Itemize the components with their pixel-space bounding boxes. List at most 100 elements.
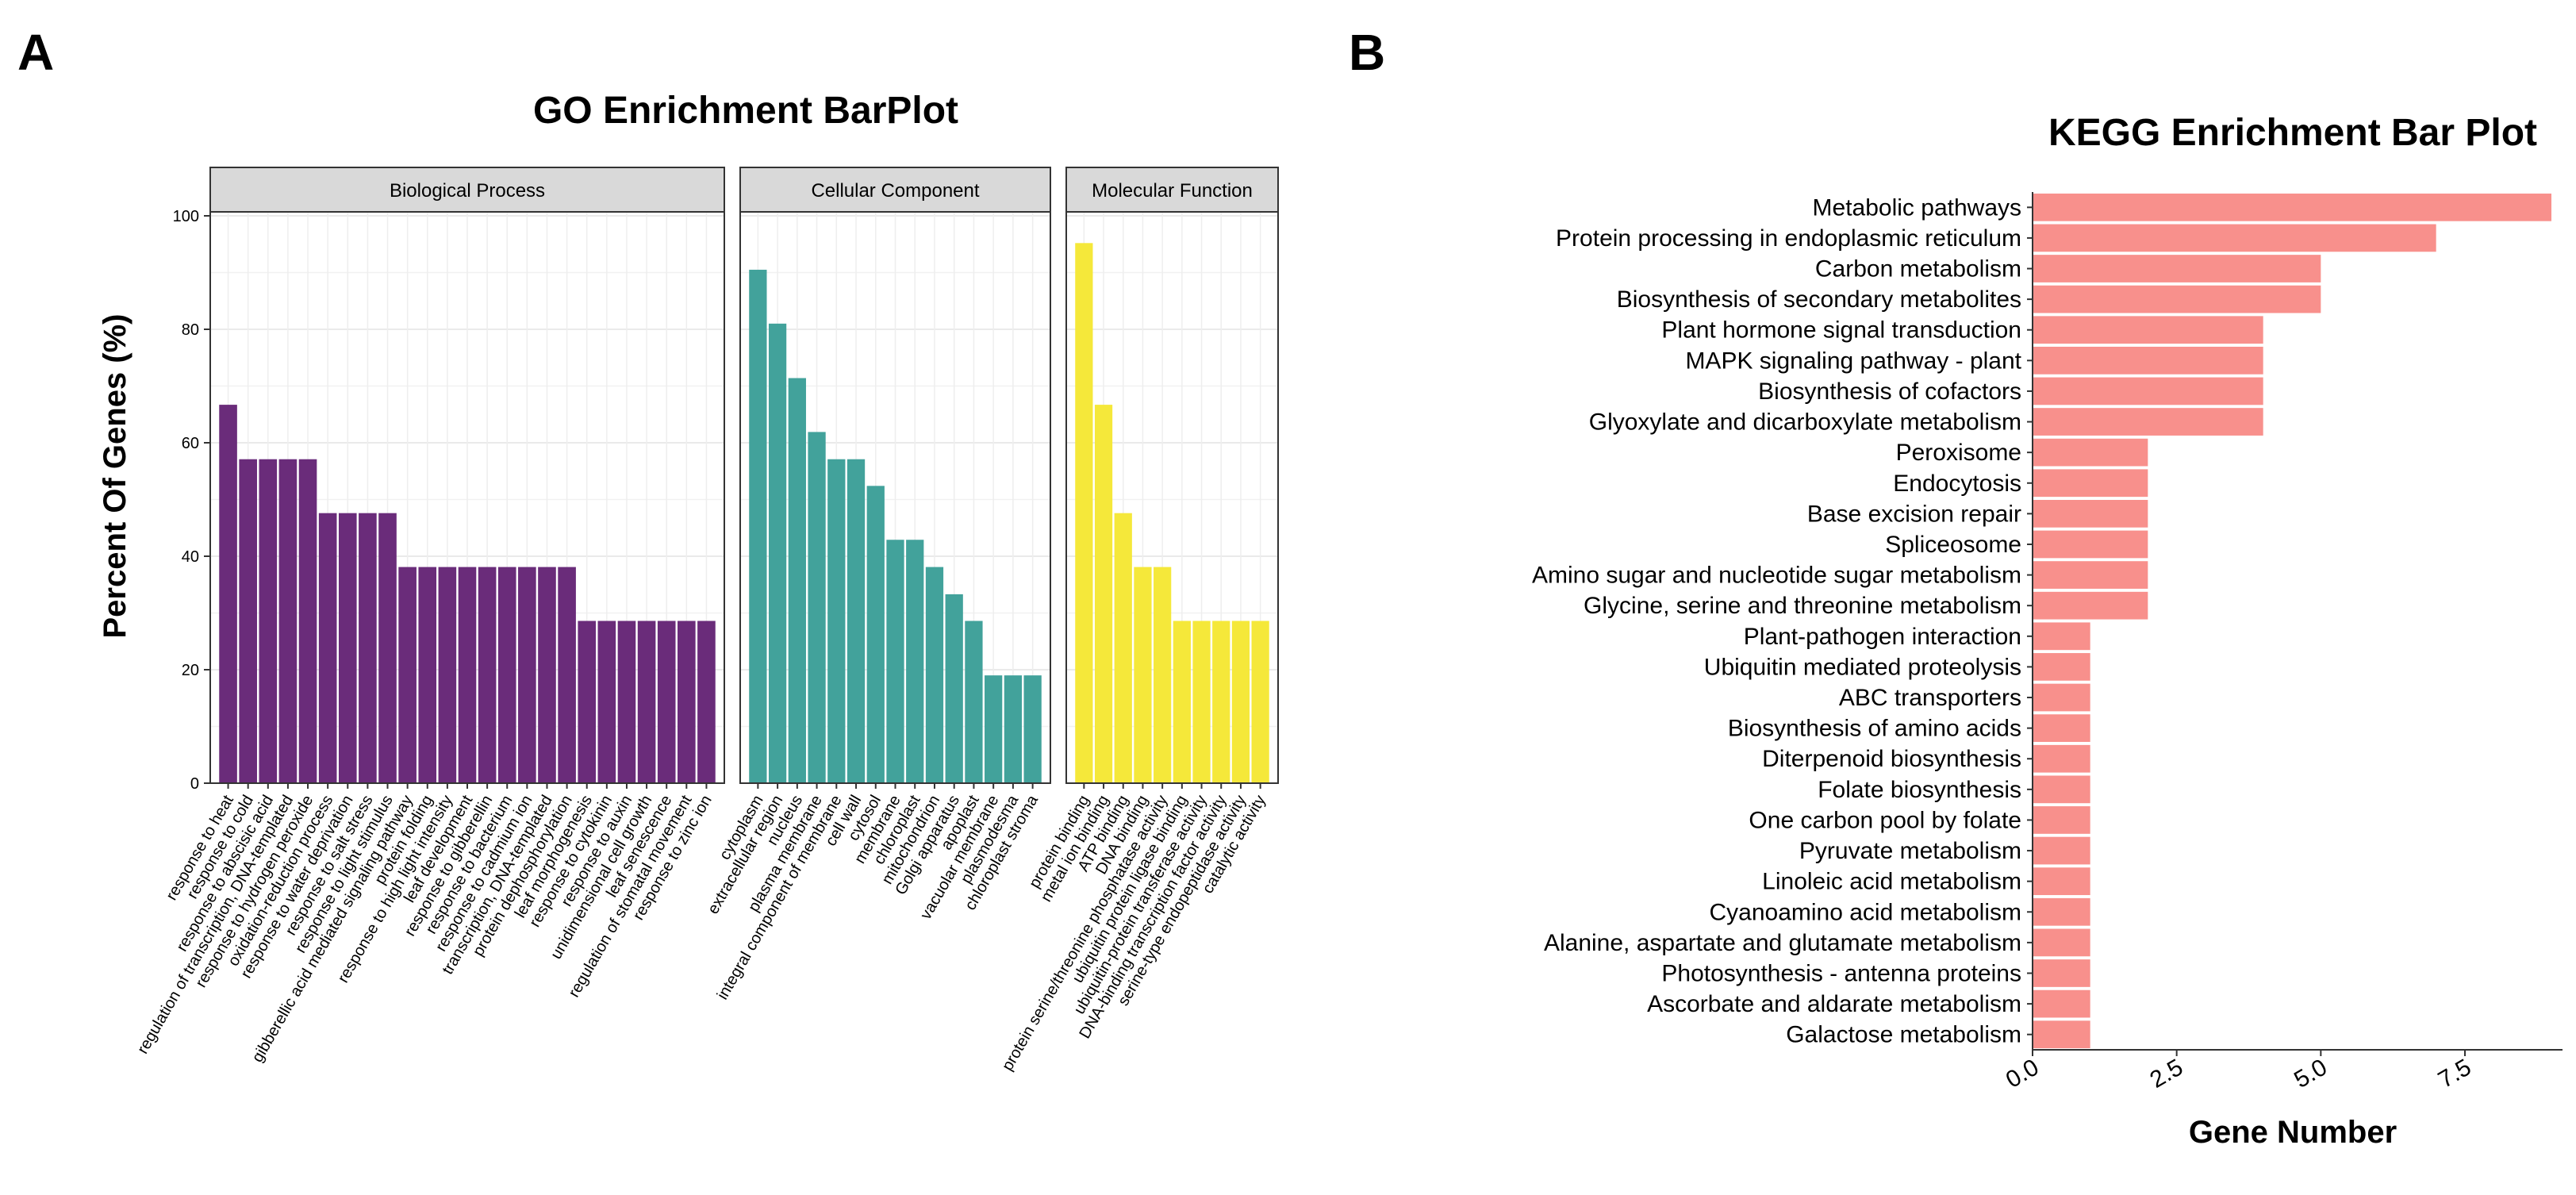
kegg-bar bbox=[2033, 989, 2090, 1018]
go-bar bbox=[558, 567, 576, 783]
go-chart-title: GO Enrichment BarPlot bbox=[533, 90, 958, 132]
kegg-category-label: Glycine, serine and threonine metabolism bbox=[1584, 593, 2021, 619]
go-bar bbox=[278, 459, 298, 783]
kegg-bar bbox=[2033, 285, 2321, 313]
kegg-bar bbox=[2033, 714, 2090, 742]
kegg-bar bbox=[2033, 408, 2263, 436]
kegg-bar bbox=[2033, 775, 2090, 804]
kegg-bar bbox=[2033, 377, 2263, 405]
go-bar bbox=[418, 567, 437, 783]
kegg-bar bbox=[2033, 928, 2090, 957]
kegg-bar bbox=[2033, 897, 2090, 926]
kegg-category-label: Plant-pathogen interaction bbox=[1744, 624, 2021, 650]
go-bar bbox=[458, 567, 477, 783]
kegg-bar bbox=[2033, 224, 2436, 252]
go-y-tick-label: 60 bbox=[182, 435, 199, 452]
kegg-bar bbox=[2033, 959, 2090, 987]
kegg-bar bbox=[2033, 622, 2090, 651]
kegg-category-label: Galactose metabolism bbox=[1786, 1022, 2021, 1048]
kegg-category-label: Protein processing in endoplasmic reticu… bbox=[1556, 225, 2021, 252]
kegg-bar bbox=[2033, 193, 2551, 221]
go-bar bbox=[298, 459, 317, 783]
go-bar bbox=[678, 621, 696, 783]
kegg-category-label: Folate biosynthesis bbox=[1818, 777, 2021, 803]
kegg-bar bbox=[2033, 438, 2148, 467]
kegg-chart: KEGG Enrichment Bar Plot Gene Number Met… bbox=[1532, 112, 2563, 1150]
go-bar bbox=[697, 621, 716, 783]
kegg-bar bbox=[2033, 683, 2090, 712]
go-bar bbox=[378, 513, 397, 783]
go-bar bbox=[318, 513, 337, 783]
go-bar bbox=[219, 405, 237, 783]
go-y-tick-label: 0 bbox=[190, 775, 199, 793]
go-bar bbox=[808, 432, 826, 783]
kegg-category-label: Metabolic pathways bbox=[1813, 194, 2021, 221]
go-bar bbox=[497, 567, 516, 783]
kegg-bar bbox=[2033, 530, 2148, 559]
kegg-category-label: MAPK signaling pathway - plant bbox=[1685, 348, 2021, 374]
go-bar bbox=[657, 621, 676, 783]
kegg-category-label: Alanine, aspartate and glutamate metabol… bbox=[1544, 930, 2021, 956]
kegg-category-label: Linoleic acid metabolism bbox=[1762, 869, 2021, 895]
go-y-tick-label: 40 bbox=[182, 548, 199, 566]
kegg-bar bbox=[2033, 744, 2090, 773]
kegg-bar bbox=[2033, 316, 2263, 344]
go-bar bbox=[578, 621, 597, 783]
go-bar bbox=[1212, 621, 1230, 783]
kegg-x-axis-title: Gene Number bbox=[2189, 1115, 2397, 1150]
kegg-category-label: Ubiquitin mediated proteolysis bbox=[1704, 654, 2021, 680]
go-bar bbox=[1173, 621, 1191, 783]
kegg-bar bbox=[2033, 469, 2148, 498]
go-y-tick-label: 80 bbox=[182, 321, 199, 339]
go-bar bbox=[478, 567, 497, 783]
go-bar bbox=[239, 459, 257, 783]
go-bar bbox=[886, 540, 904, 783]
go-bar bbox=[617, 621, 636, 783]
kegg-bar bbox=[2033, 653, 2090, 681]
kegg-category-label: Base excision repair bbox=[1807, 501, 2021, 527]
go-bar bbox=[1004, 675, 1023, 783]
go-bar bbox=[338, 513, 357, 783]
go-facet-strip-label: Biological Process bbox=[390, 180, 545, 202]
kegg-bar bbox=[2033, 255, 2321, 282]
kegg-category-label: Carbon metabolism bbox=[1815, 256, 2021, 282]
panel-letter-b: B bbox=[1349, 24, 1385, 81]
go-facet-border bbox=[1065, 211, 1279, 784]
kegg-bar bbox=[2033, 806, 2090, 834]
kegg-bar bbox=[2033, 1020, 2090, 1049]
go-bar bbox=[1023, 675, 1042, 783]
go-bar bbox=[1231, 621, 1250, 783]
go-bar bbox=[259, 459, 278, 783]
kegg-category-label: Spliceosome bbox=[1885, 532, 2021, 558]
kegg-category-label: Endocytosis bbox=[1893, 471, 2021, 497]
kegg-bar bbox=[2033, 591, 2148, 620]
go-bar bbox=[788, 378, 806, 783]
go-bar bbox=[1192, 621, 1211, 783]
kegg-category-label: Diterpenoid biosynthesis bbox=[1762, 746, 2021, 772]
go-bar bbox=[985, 675, 1003, 783]
panel-letter-a: A bbox=[17, 24, 54, 81]
kegg-bar bbox=[2033, 346, 2263, 375]
kegg-category-label: Cyanoamino acid metabolism bbox=[1709, 899, 2021, 925]
kegg-chart-title: KEGG Enrichment Bar Plot bbox=[2048, 112, 2537, 154]
go-bar bbox=[925, 567, 944, 783]
kegg-category-label: One carbon pool by folate bbox=[1749, 807, 2021, 833]
go-y-axis-title: Percent Of Genes (%) bbox=[98, 313, 132, 638]
go-facet-strip bbox=[209, 167, 725, 213]
kegg-bar bbox=[2033, 500, 2148, 528]
kegg-bar bbox=[2033, 836, 2090, 865]
go-bar bbox=[637, 621, 656, 783]
kegg-category-label: Biosynthesis of amino acids bbox=[1728, 716, 2021, 742]
go-facet-strip-label: Molecular Function bbox=[1092, 180, 1253, 202]
go-bar bbox=[847, 459, 866, 783]
go-bar bbox=[538, 567, 556, 783]
kegg-category-label: ABC transporters bbox=[1839, 685, 2021, 711]
go-bar bbox=[1251, 621, 1269, 783]
go-bar bbox=[1094, 405, 1113, 783]
go-bar bbox=[398, 567, 417, 783]
go-bar bbox=[1154, 567, 1172, 783]
go-facet-strip bbox=[739, 167, 1051, 213]
go-facet-strip bbox=[1065, 167, 1279, 213]
go-bar bbox=[518, 567, 536, 783]
